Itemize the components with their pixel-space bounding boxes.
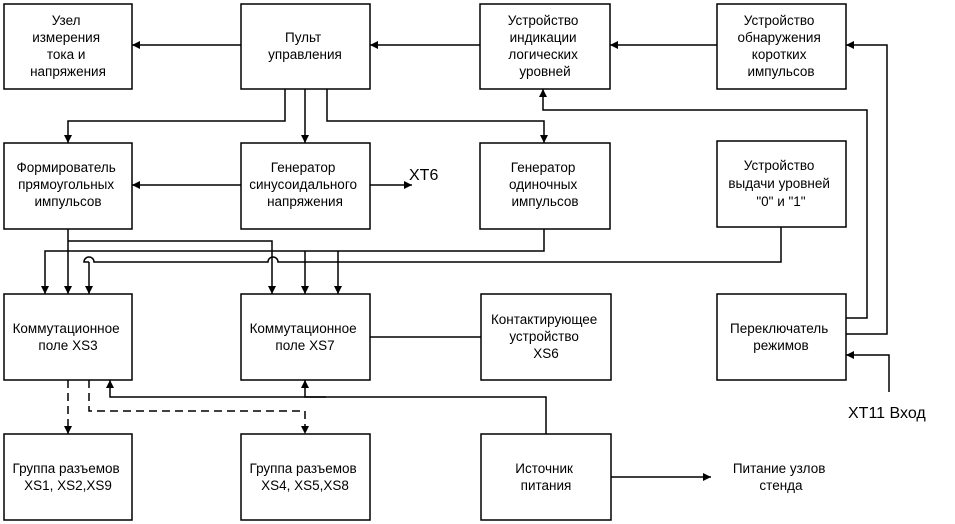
dashed-xs3-to-group2 bbox=[88, 380, 309, 434]
svg-text:Устройство индикации: Устройство индикации логических уровней bbox=[508, 13, 582, 79]
power-out-line-2: стенда bbox=[759, 478, 803, 493]
power-line-2: питания bbox=[521, 478, 572, 493]
block-sine-generator: Генератор синусоидального напряжения bbox=[240, 142, 371, 230]
arrow-shaper-to-xs7 bbox=[68, 240, 276, 294]
block-mode-switch: Переключатель режимов bbox=[716, 293, 847, 381]
shaper-line-1: Формирователь bbox=[16, 160, 115, 175]
svg-text:Генератор синусоидальног: Генератор синусоидального напряжения bbox=[249, 160, 360, 209]
sine-gen-line-2: синусоидального bbox=[249, 177, 357, 192]
block-switching-field-xs7: Коммутационное поле XS7 bbox=[240, 293, 371, 381]
arrow-switch-to-indicator bbox=[539, 89, 868, 319]
arrow-power-to-xs7 bbox=[301, 380, 326, 398]
xs7-line-1: Коммутационное bbox=[250, 321, 357, 336]
indicator-line-2: индикации bbox=[510, 30, 577, 45]
contact-line-3: XS6 bbox=[533, 346, 559, 361]
single-gen-line-3: импульсов bbox=[511, 194, 578, 209]
detector-line-1: Устройство bbox=[744, 13, 815, 28]
xs7-line-2: поле XS7 bbox=[275, 338, 334, 353]
xs3-line-1: Коммутационное bbox=[13, 321, 120, 336]
block-connector-group-2: Группа разъемов XS4, XS5,XS8 bbox=[240, 433, 371, 521]
xt6-label: XT6 bbox=[409, 167, 438, 184]
control-line-2: управления bbox=[268, 47, 342, 62]
contact-line-1: Контактирующее bbox=[491, 312, 597, 327]
block-single-pulse-generator: Генератор одиночных импульсов bbox=[479, 142, 611, 230]
svg-text:Переключатель режимов: Переключатель режимов bbox=[730, 321, 832, 353]
svg-text:Формирователь прямоуголь: Формирователь прямоугольных импульсов bbox=[16, 160, 119, 209]
power-output-label: Питание узлов стенда bbox=[733, 461, 829, 493]
xs3-line-2: поле XS3 bbox=[38, 338, 97, 353]
block-connector-group-1: Группа разъемов XS1, XS2,XS9 bbox=[3, 433, 133, 521]
single-gen-line-1: Генератор bbox=[511, 160, 576, 175]
svg-text:Коммутационное поле XS7: Коммутационное поле XS7 bbox=[250, 321, 361, 353]
detector-line-3: коротких bbox=[752, 47, 807, 62]
svg-text:Пульт управления: Пульт управления bbox=[268, 30, 342, 62]
measure-line-2: измерения bbox=[32, 30, 100, 45]
contact-line-2: устройство bbox=[509, 329, 579, 344]
block-level-output: Устройство выдачи уровней "0" и "1" bbox=[716, 140, 847, 228]
arrow-switch-to-detector bbox=[846, 41, 888, 335]
measure-line-1: Узел bbox=[52, 13, 81, 28]
detector-line-4: импульсов bbox=[747, 64, 814, 79]
arrow-control-to-shaper bbox=[64, 89, 286, 143]
shaper-line-3: импульсов bbox=[34, 194, 101, 209]
control-line-1: Пульт bbox=[285, 30, 321, 45]
xt11-input-label: XT11 Вход bbox=[848, 405, 926, 422]
block-logic-indicator: Устройство индикации логических уровней bbox=[479, 3, 611, 90]
svg-text:Группа разъемов XS1, XS2: Группа разъемов XS1, XS2,XS9 bbox=[13, 461, 124, 493]
switch-line-2: режимов bbox=[753, 338, 808, 353]
group2-line-1: Группа разъемов bbox=[250, 461, 357, 476]
group1-line-2: XS1, XS2,XS9 bbox=[24, 478, 112, 493]
group2-line-2: XS4, XS5,XS8 bbox=[261, 478, 349, 493]
level-output-bus bbox=[83, 227, 782, 263]
measure-line-4: напряжения bbox=[30, 64, 106, 79]
power-line-1: Источник bbox=[515, 461, 573, 476]
measure-line-3: тока и bbox=[47, 47, 86, 62]
arrow-control-to-single-gen bbox=[326, 89, 548, 143]
level-out-line-1: Устройство bbox=[744, 158, 815, 173]
single-gen-line-2: одиночных bbox=[509, 177, 577, 192]
svg-text:Генератор одиночных: Генератор одиночных импульсов bbox=[509, 160, 581, 209]
arrow-xt11-to-switch bbox=[846, 351, 890, 392]
block-power-supply: Источник питания bbox=[480, 433, 612, 521]
shaper-line-2: прямоугольных bbox=[18, 177, 114, 192]
arrow-single-gen-to-xs3 bbox=[41, 229, 545, 294]
block-measure-unit: Узел измерения тока и напряжения bbox=[3, 3, 133, 90]
sine-gen-line-3: напряжения bbox=[267, 194, 343, 209]
svg-text:Источник питания: Источник питания bbox=[515, 461, 576, 493]
svg-text:Группа разъемов XS4, XS5: Группа разъемов XS4, XS5,XS8 bbox=[250, 461, 361, 493]
detector-line-2: обнаружения bbox=[737, 30, 820, 45]
block-pulse-detector: Устройство обнаружения коротких импульсо… bbox=[716, 3, 847, 90]
svg-text:Коммутационное поле XS3: Коммутационное поле XS3 bbox=[13, 321, 124, 353]
block-contact-device: Контактирующее устройство XS6 bbox=[480, 293, 612, 381]
svg-text:Питание узлов стенда: Питание узлов стенда bbox=[733, 461, 829, 493]
group1-line-1: Группа разъемов bbox=[13, 461, 120, 476]
block-control-panel: Пульт управления bbox=[240, 3, 371, 90]
switch-line-1: Переключатель bbox=[730, 321, 828, 336]
indicator-line-3: логических bbox=[508, 47, 578, 62]
block-switching-field-xs3: Коммутационное поле XS3 bbox=[3, 293, 133, 381]
level-out-line-3: "0" и "1" bbox=[756, 194, 805, 209]
indicator-line-1: Устройство bbox=[508, 13, 579, 28]
power-out-line-1: Питание узлов bbox=[733, 461, 826, 476]
sine-gen-line-1: Генератор bbox=[271, 160, 336, 175]
svg-text:Устройство обнаружения: Устройство обнаружения коротких импульсо… bbox=[737, 13, 824, 79]
svg-text:Узел измерения ток: Узел измерения тока и напряжения bbox=[30, 13, 106, 79]
level-out-line-2: выдачи уровней bbox=[728, 176, 830, 191]
arrow-power-to-xs3 bbox=[106, 380, 547, 434]
svg-text:Контактирующее устройств: Контактирующее устройство XS6 bbox=[491, 312, 601, 361]
svg-text:Устройство выдачи уровне: Устройство выдачи уровней "0" и "1" bbox=[728, 158, 833, 209]
block-pulse-shaper: Формирователь прямоугольных импульсов bbox=[3, 142, 133, 230]
indicator-line-4: уровней bbox=[519, 64, 570, 79]
